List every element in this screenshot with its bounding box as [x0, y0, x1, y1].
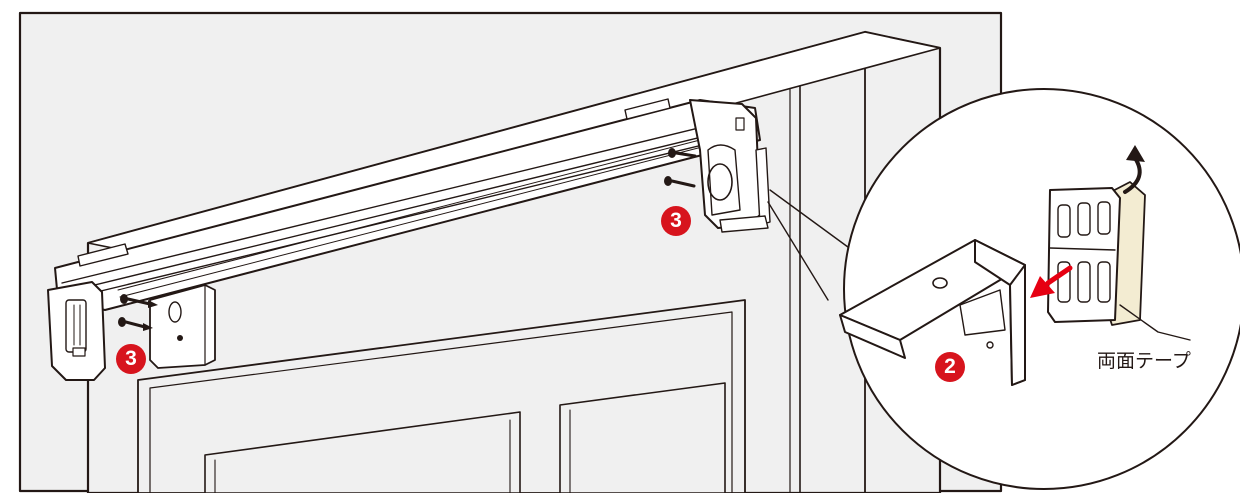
callout-badge-step-3-left: 3 — [116, 344, 146, 374]
screw-right-lower — [664, 176, 696, 188]
insert-direction-arrow-icon — [1030, 265, 1073, 298]
bracket-right — [755, 147, 771, 226]
peel-arrow-icon — [1123, 156, 1142, 194]
callout-badge-step-3-right: 3 — [661, 206, 691, 236]
bracket-left — [149, 284, 216, 369]
adhesive-clip — [1047, 181, 1146, 326]
rail-end-cap-left — [47, 281, 106, 381]
zoom-line-upper — [769, 189, 853, 251]
detail-magnifier — [839, 88, 1240, 490]
tape-leader-line — [1119, 304, 1191, 341]
double-sided-tape-label: 両面テープ — [1097, 350, 1191, 372]
screw-left-upper — [120, 294, 158, 308]
mounting-bracket — [839, 239, 1026, 386]
door-inner-panel-right — [559, 382, 726, 493]
screw-left-lower — [118, 317, 153, 331]
callout-badge-step-2: 2 — [935, 352, 965, 382]
screw-right-upper — [668, 148, 697, 158]
zoom-line-lower — [767, 201, 829, 301]
door-inner-panel-left — [204, 411, 521, 493]
